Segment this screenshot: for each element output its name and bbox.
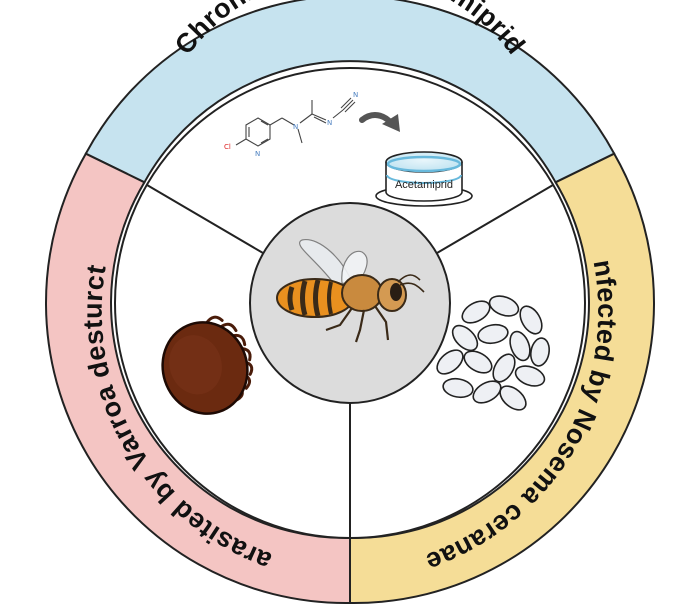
segment-top (84, 0, 616, 184)
acetamiprid-molecule-icon: Cl N N N N (224, 91, 358, 158)
arrow-icon (359, 112, 400, 132)
amine-nitrogen-label: N (293, 123, 298, 131)
segment-left (44, 152, 351, 605)
imine-nitrogen-label: N (327, 119, 332, 127)
honeybee-icon (276, 239, 425, 343)
divider-lines (146, 184, 554, 538)
acetamiprid-dish-label: Acetamiprid (395, 179, 453, 191)
nitrile-nitrogen-label: N (353, 91, 358, 99)
varroa-mite-icon (161, 315, 254, 415)
nosema-spores-icon (436, 295, 550, 411)
pyridine-nitrogen-label: N (255, 150, 260, 158)
chlorine-label: Cl (224, 143, 231, 151)
petri-dish-icon: Acetamiprid (375, 151, 473, 207)
